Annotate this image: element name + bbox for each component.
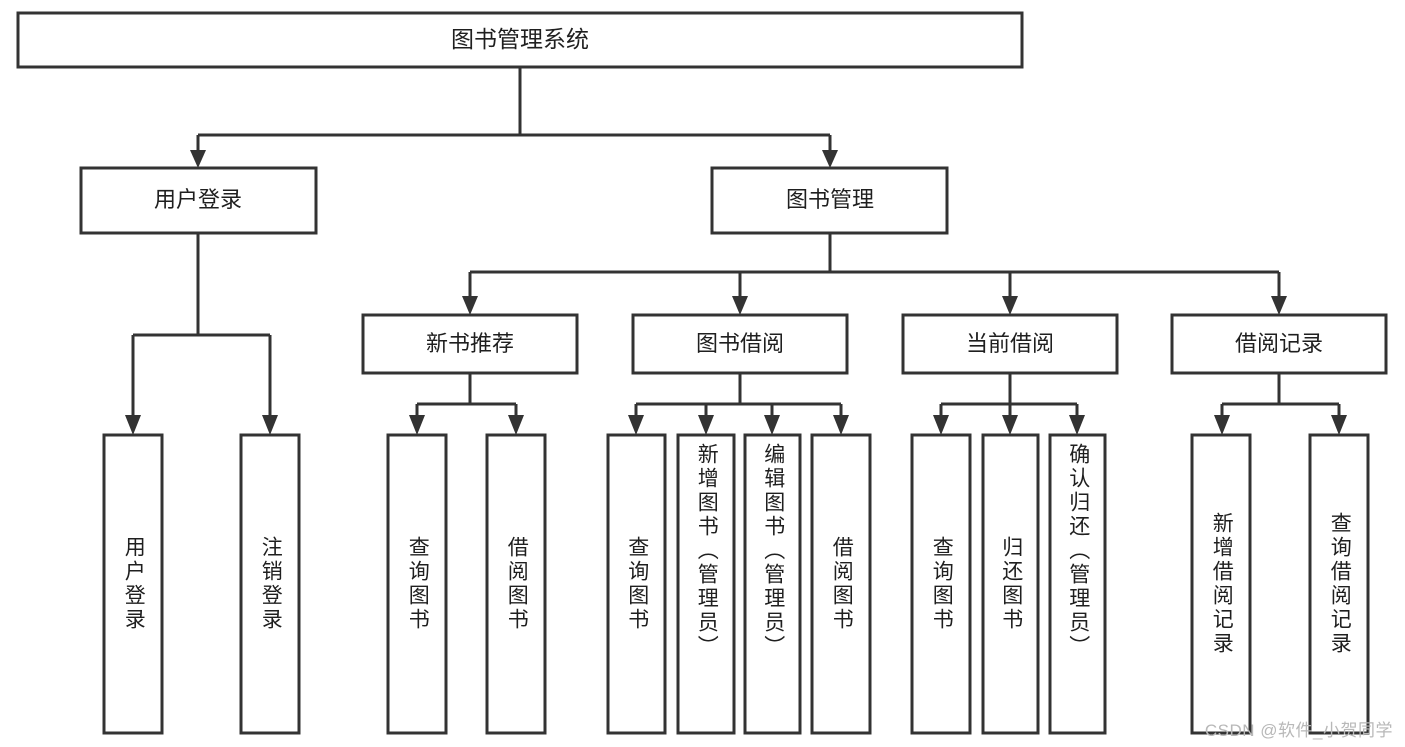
- connector-bookborrow-to-leaves: [628, 373, 849, 435]
- leaf-box-query-book-3[interactable]: [910, 433, 972, 735]
- node-book-management-label: 图书管理: [786, 187, 874, 212]
- leaf-box-add-book-admin[interactable]: [676, 433, 736, 735]
- leaf-box-query-book-1[interactable]: [386, 433, 448, 735]
- node-root-label: 图书管理系统: [451, 26, 589, 52]
- node-current-borrow-label: 当前借阅: [966, 331, 1054, 356]
- leaf-box-query-book-2[interactable]: [606, 433, 667, 735]
- connector-newbook-to-leaves: [409, 373, 524, 435]
- leaf-box-query-borrow-record[interactable]: [1308, 433, 1370, 735]
- connector-bookmgmt-to-level3: [462, 233, 1287, 315]
- connector-borrowrecord-to-leaves: [1214, 373, 1347, 435]
- connector-userlogin-to-leaves: [125, 233, 278, 435]
- node-book-management[interactable]: 图书管理: [710, 166, 949, 235]
- leaf-box-add-borrow-record[interactable]: [1190, 433, 1252, 735]
- node-new-book-recommend-label: 新书推荐: [426, 331, 514, 356]
- leaf-box-borrow-book-2[interactable]: [810, 433, 872, 735]
- leaf-box-borrow-book-1[interactable]: [485, 433, 547, 735]
- node-user-login-label: 用户登录: [154, 187, 242, 212]
- node-user-login[interactable]: 用户登录: [79, 166, 318, 235]
- node-book-borrow[interactable]: 图书借阅: [631, 313, 849, 375]
- connector-currentborrow-to-leaves: [933, 373, 1085, 435]
- leaf-box-logout[interactable]: [239, 433, 301, 735]
- node-new-book-recommend[interactable]: 新书推荐: [361, 313, 579, 375]
- node-book-borrow-label: 图书借阅: [696, 331, 784, 356]
- node-borrow-record-label: 借阅记录: [1235, 331, 1323, 356]
- leaf-box-return-book[interactable]: [981, 433, 1040, 735]
- node-current-borrow[interactable]: 当前借阅: [901, 313, 1119, 375]
- connector-root-to-level2: [190, 67, 838, 168]
- node-borrow-record[interactable]: 借阅记录: [1170, 313, 1388, 375]
- leaf-box-confirm-return-admin[interactable]: [1048, 433, 1107, 735]
- leaf-box-user-login[interactable]: [102, 433, 164, 735]
- node-root-system[interactable]: 图书管理系统: [16, 11, 1024, 69]
- leaf-box-edit-book-admin[interactable]: [743, 433, 802, 735]
